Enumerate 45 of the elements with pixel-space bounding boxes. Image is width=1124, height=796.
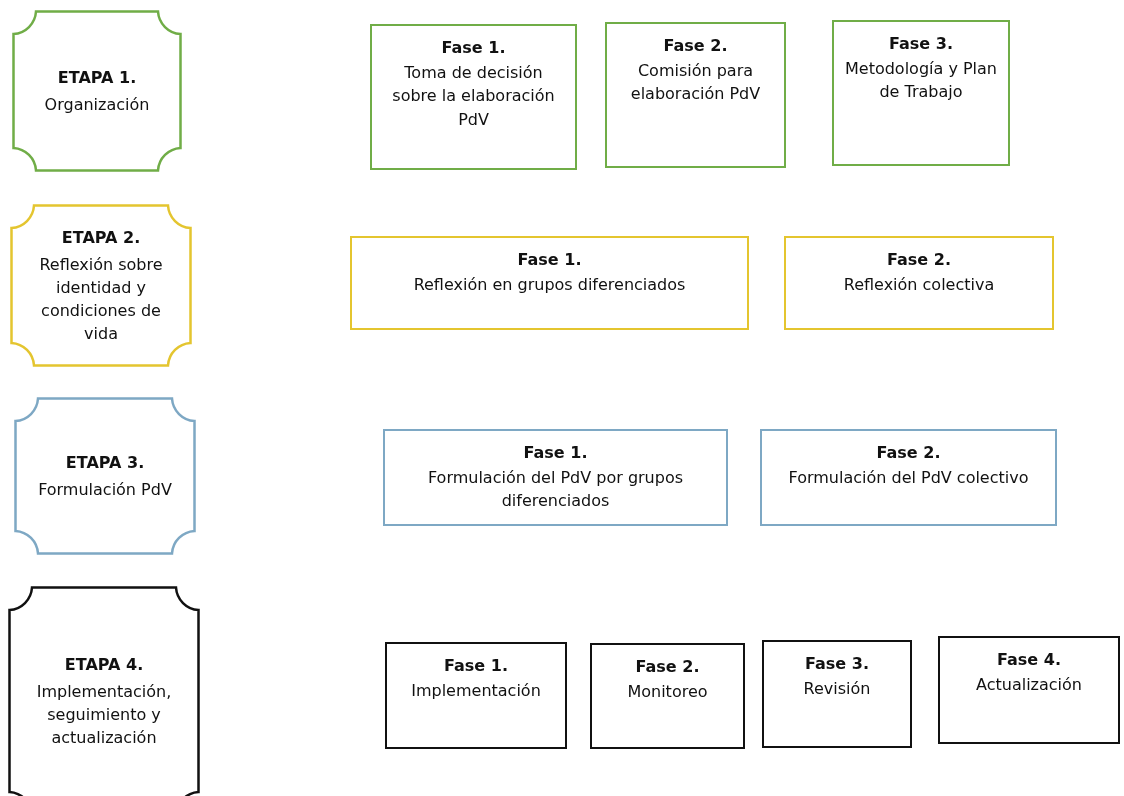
phase-title: Fase 2.: [887, 249, 951, 271]
phase-box: [760, 429, 1057, 526]
phase-description: Revisión: [803, 678, 871, 701]
stage-plaque: [14, 397, 196, 555]
stage-title: ETAPA 1.: [57, 66, 137, 89]
phase-description: Formulación del PdV colectivo: [788, 467, 1029, 490]
phase-box: [784, 236, 1054, 330]
phase-box: [350, 236, 749, 330]
phase-description: Formulación del PdV por grupos diferenciados: [426, 467, 685, 513]
phase-title: Fase 2.: [876, 442, 941, 464]
stage-description: Reflexión sobre identidad y condiciones de vida: [38, 253, 164, 346]
phase-title: Fase 4.: [997, 649, 1061, 671]
phase-box: [832, 20, 1010, 166]
phase-title: Fase 2.: [663, 35, 728, 57]
stage-description: Organización: [44, 94, 150, 116]
phase-box: [590, 643, 745, 749]
phase-description: Toma de decisión sobre la elaboración PdV: [391, 62, 556, 131]
stage-description: Formulación PdV: [38, 479, 172, 501]
phase-title: Fase 1.: [523, 442, 588, 464]
phase-box: [385, 642, 567, 749]
stage-title: ETAPA 4.: [64, 653, 144, 676]
phase-box: [370, 24, 577, 170]
phase-description: Actualización: [976, 674, 1082, 697]
phase-title: Fase 3.: [805, 653, 869, 675]
phase-box: [938, 636, 1120, 744]
phase-description: Monitoreo: [627, 681, 708, 704]
stage-title: ETAPA 2.: [61, 226, 141, 249]
phase-title: Fase 1.: [444, 655, 508, 677]
phase-box: [605, 22, 786, 168]
stage-plaque: [12, 10, 182, 172]
phase-box: [762, 640, 912, 748]
stage-plaque: [10, 204, 192, 367]
stage-plaque: [8, 586, 200, 796]
phase-title: Fase 1.: [517, 249, 582, 271]
phase-box: [383, 429, 728, 526]
phase-description: Reflexión colectiva: [843, 274, 995, 297]
phase-title: Fase 2.: [635, 656, 700, 678]
phase-description: Reflexión en grupos diferenciados: [413, 274, 686, 297]
stage-description: Implementación, seguimiento y actualización: [35, 680, 173, 750]
stage-title: ETAPA 3.: [65, 451, 145, 474]
phase-description: Metodología y Plan de Trabajo: [844, 58, 998, 104]
phase-title: Fase 3.: [889, 33, 953, 55]
phase-description: Implementación: [411, 680, 541, 703]
phase-title: Fase 1.: [441, 37, 506, 59]
phase-description: Comisión para elaboración PdV: [629, 60, 762, 106]
